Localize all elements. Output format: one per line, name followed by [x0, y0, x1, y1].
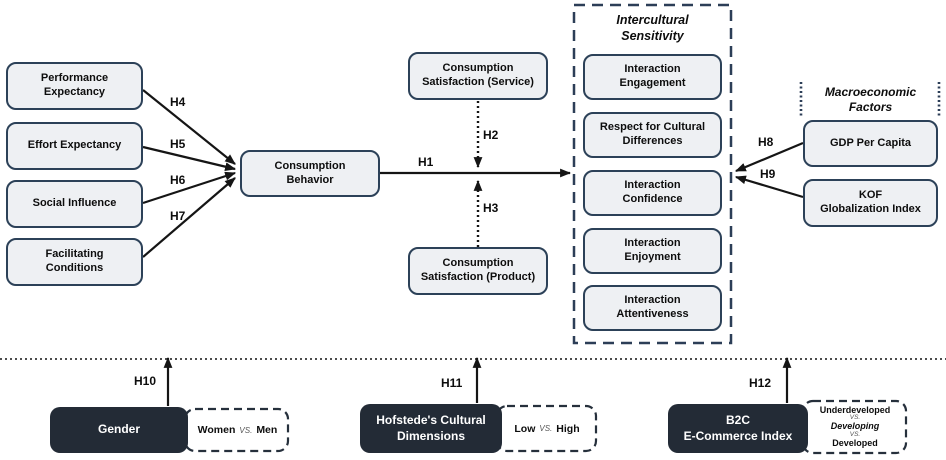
hypothesis-label-h1: H1: [418, 155, 434, 169]
tag-hofstede-comparison: Low VS. High: [501, 406, 593, 451]
hypothesis-label-h12: H12: [749, 376, 772, 390]
node-respect-cultural-differences: Respect for Cultural Differences: [583, 112, 722, 158]
arrow-h6: [142, 171, 237, 205]
tag-b2c-developing-label: Developing: [830, 421, 880, 432]
node-hofstede-cultural-dimensions: Hofstede's Cultural Dimensions: [360, 404, 502, 453]
node-kof-globalization-index: KOF Globalization Index: [803, 179, 938, 227]
hypothesis-label-h9: H9: [760, 167, 776, 181]
arrow-h7: [142, 177, 236, 258]
node-consumption-behavior: Consumption Behavior: [240, 150, 380, 197]
node-consumption-satisfaction-product: Consumption Satisfaction (Product): [408, 247, 548, 295]
node-interaction-attentiveness: Interaction Attentiveness: [583, 285, 722, 331]
hypothesis-label-h2: H2: [483, 128, 499, 142]
tag-b2c-vs2-label: VS.: [849, 430, 861, 438]
arrow-h5: [142, 145, 237, 171]
group-intercultural-sensitivity-border: [572, 3, 733, 345]
hypothesis-label-h3: H3: [483, 201, 499, 215]
hypothesis-label-h4: H4: [170, 95, 186, 109]
tag-b2c-vs1-label: VS.: [849, 414, 861, 422]
tag-b2c-underdeveloped-label: Underdeveloped: [819, 405, 891, 416]
tag-gender-left-label: Women: [197, 424, 236, 436]
node-effort-expectancy: Effort Expectancy: [6, 122, 143, 170]
tag-gender-comparison-border: [183, 407, 290, 453]
arrow-h8: [734, 141, 804, 173]
hypothesis-label-h5: H5: [170, 137, 186, 151]
node-social-influence: Social Influence: [6, 180, 143, 228]
tag-b2c-developed-label: Developed: [832, 437, 878, 448]
tag-hofstede-vs-label: VS.: [539, 424, 553, 433]
node-interaction-engagement: Interaction Engagement: [583, 54, 722, 100]
arrow-h9: [734, 175, 804, 199]
tag-gender-comparison: Women VS. Men: [190, 409, 285, 451]
node-interaction-enjoyment: Interaction Enjoyment: [583, 228, 722, 274]
node-b2c-ecommerce-index: B2C E-Commerce Index: [668, 404, 808, 453]
node-performance-expectancy: Performance Expectancy: [6, 62, 143, 110]
tag-gender-right-label: Men: [256, 424, 278, 436]
node-facilitating-conditions: Facilitating Conditions: [6, 238, 143, 286]
node-interaction-confidence: Interaction Confidence: [583, 170, 722, 216]
group-title-intercultural-sensitivity: Intercultural Sensitivity: [616, 13, 689, 43]
tag-hofstede-left-label: Low: [514, 422, 536, 435]
hypothesis-label-h8: H8: [758, 135, 774, 149]
tag-hofstede-right-label: High: [556, 422, 580, 435]
arrow-h4: [142, 89, 236, 165]
node-gdp-per-capita: GDP Per Capita: [803, 120, 938, 167]
node-gender: Gender: [50, 407, 188, 453]
group-title-macroeconomic-factors: Macroeconomic Factors: [824, 84, 917, 114]
hypothesis-label-h11: H11: [441, 376, 463, 390]
tag-gender-vs-label: VS.: [239, 425, 253, 435]
hypothesis-label-h10: H10: [134, 374, 157, 388]
hypothesis-label-h6: H6: [170, 173, 186, 187]
hypothesis-label-h7: H7: [170, 209, 186, 223]
tag-hofstede-comparison-border: [495, 404, 598, 453]
tag-b2c-comparison: Underdeveloped VS. Developing VS. Develo…: [806, 401, 904, 453]
node-consumption-satisfaction-service: Consumption Satisfaction (Service): [408, 52, 548, 100]
